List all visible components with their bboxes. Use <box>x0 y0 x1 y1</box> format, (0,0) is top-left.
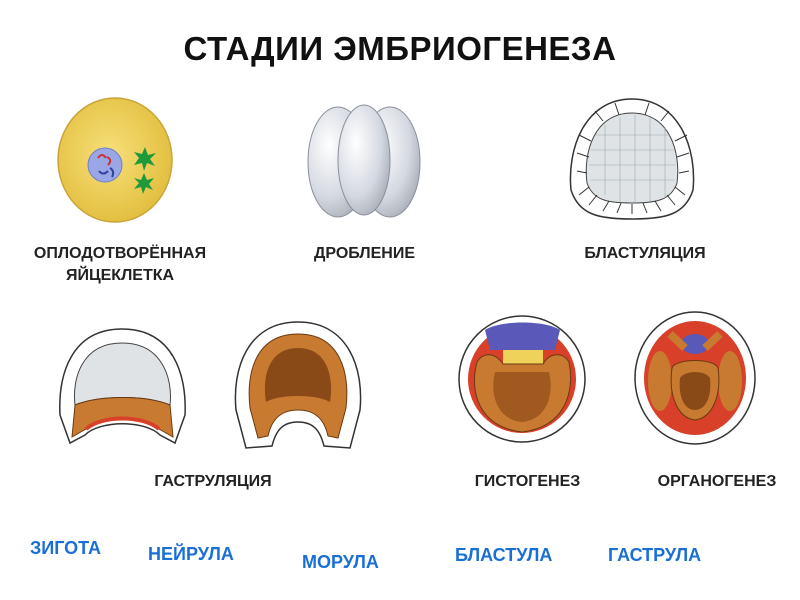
cleavage-illustration <box>307 104 421 218</box>
label-histogenesis: ГИСТОГЕНЕЗ <box>474 473 581 490</box>
term-neurula: НЕЙРУЛА <box>148 544 234 564</box>
gastrulation-early-illustration <box>59 328 186 445</box>
histogenesis-illustration <box>458 315 586 443</box>
organogenesis-illustration <box>634 311 756 445</box>
blastulation-illustration <box>569 98 695 220</box>
gastrulation-late-illustration <box>234 321 362 449</box>
label-fertilized-egg: ОПЛОДОТВОРЁННАЯ ЯЙЦЕКЛЕТКА <box>10 243 230 287</box>
label-cleavage: ДРОБЛЕНИЕ <box>313 245 416 262</box>
term-gastrula: ГАСТРУЛА <box>608 545 702 565</box>
label-fertilized-egg-line2: ЯЙЦЕКЛЕТКА <box>65 267 175 284</box>
label-gastrulation: ГАСТРУЛЯЦИЯ <box>154 473 272 490</box>
label-blastulation: БЛАСТУЛЯЦИЯ <box>584 245 706 262</box>
nucleus <box>87 147 123 183</box>
label-organogenesis: ОРГАНОГЕНЕЗ <box>657 473 777 490</box>
term-morula: МОРУЛА <box>302 552 379 572</box>
term-zygote: ЗИГОТА <box>30 538 102 558</box>
label-fertilized-egg-line1: ОПЛОДОТВОРЁННАЯ <box>33 245 207 262</box>
page-title: СТАДИИ ЭМБРИОГЕНЕЗА <box>183 30 617 67</box>
centrosome-star <box>134 147 156 194</box>
fertilized-egg-illustration <box>57 97 173 223</box>
term-blastula: БЛАСТУЛА <box>455 545 553 565</box>
